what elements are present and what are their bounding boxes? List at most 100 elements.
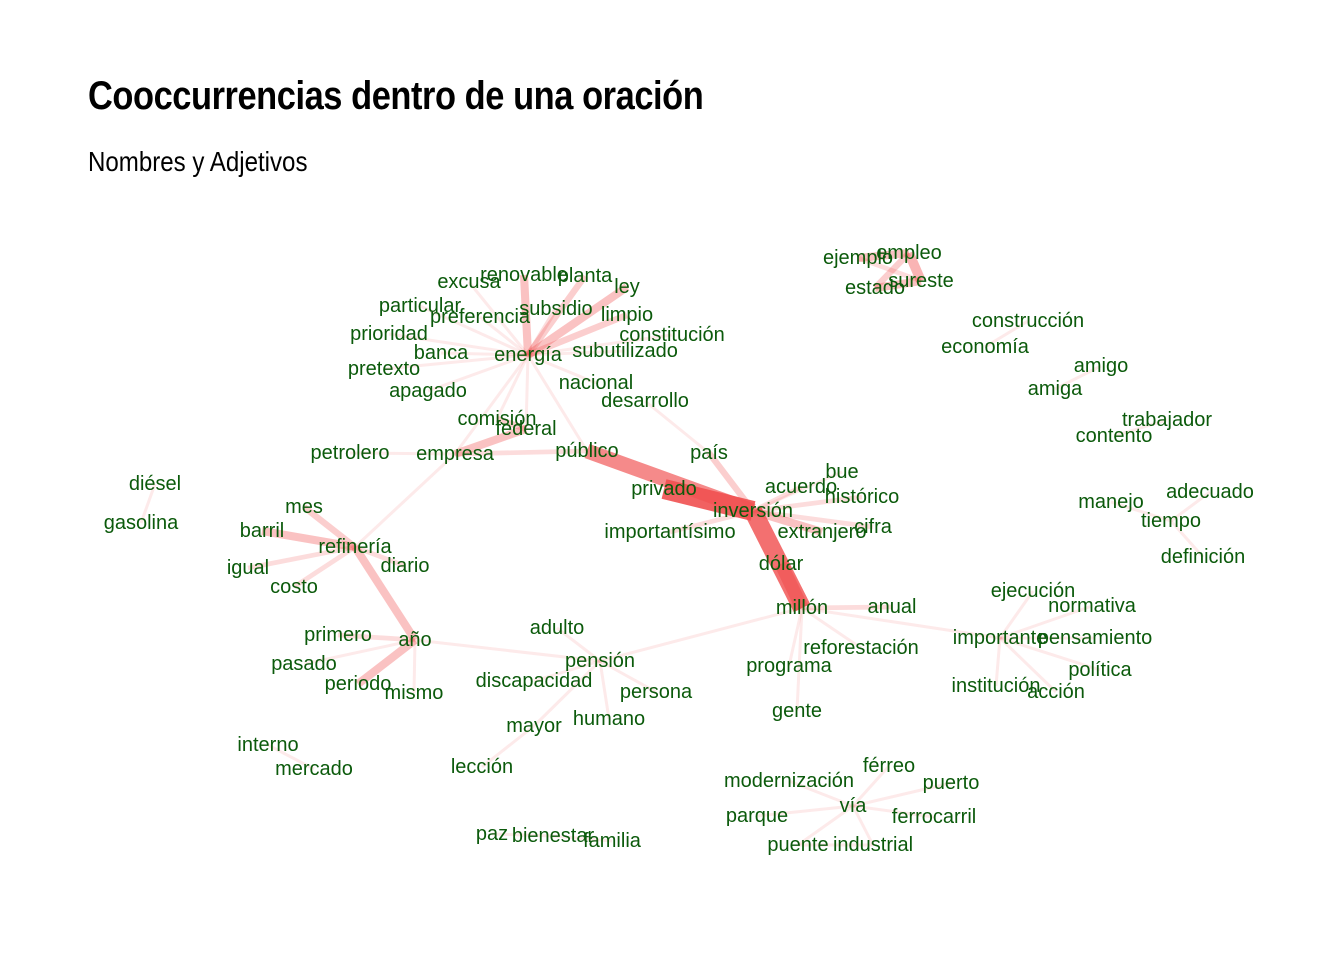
edge-pension-millon (599, 606, 803, 663)
node-label-ejemplo: ejemplo (823, 247, 893, 269)
node-label-publico: público (555, 440, 618, 462)
edge-energia-subutilizado (527, 349, 626, 357)
node-label-ferreo: férreo (863, 755, 915, 777)
edge-estado-sureste (874, 276, 922, 293)
edge-empresa-publico (454, 448, 588, 457)
edge-pension-persona (599, 659, 657, 694)
node-label-amigo: amigo (1074, 355, 1128, 377)
edge-inversion-bue (752, 470, 843, 513)
node-label-energia: energía (494, 344, 563, 366)
node-label-manejo: manejo (1078, 491, 1144, 513)
edge-pais-desarrollo (644, 399, 710, 455)
node-label-primero: primero (304, 624, 372, 646)
node-label-discapacidad: discapacidad (476, 670, 593, 692)
node-label-ano: año (398, 629, 431, 651)
node-label-institucion: institución (952, 675, 1041, 697)
edge-layer (139, 248, 1211, 847)
node-label-adulto: adulto (530, 617, 585, 639)
edge-via-ferrocarril (852, 804, 935, 819)
edge-bienestar-familia (552, 834, 613, 843)
edge-energia-particular (419, 304, 529, 357)
edge-inversion-cifra (752, 508, 874, 530)
edge-empleo-estado (872, 250, 912, 291)
node-label-sureste: sureste (888, 270, 954, 292)
node-label-humano: humano (573, 708, 645, 730)
node-label-via: vía (840, 795, 868, 817)
node-label-subsidio: subsidio (519, 298, 592, 320)
node-label-amiga: amiga (1028, 378, 1083, 400)
node-label-millon: millón (776, 597, 828, 619)
node-label-normativa: normativa (1048, 595, 1137, 617)
edge-energia-empresa (453, 354, 530, 455)
node-label-anual: anual (868, 596, 917, 618)
node-label-desarrollo: desarrollo (601, 390, 689, 412)
edge-via-parque (756, 804, 854, 818)
edge-pension-discapacidad (533, 659, 601, 683)
node-label-leccion: lección (451, 756, 513, 778)
node-label-interno: interno (237, 734, 298, 756)
node-label-barril: barril (240, 520, 284, 542)
edge-energia-ley (525, 283, 630, 359)
edge-tiempo-definicion (1169, 520, 1205, 558)
edge-energia-pretexto (383, 353, 529, 371)
node-label-ley: ley (614, 276, 640, 298)
edge-energia-constitucion (527, 333, 673, 357)
edge-millon-dolar (775, 561, 808, 611)
node-label-ferrocarril: ferrocarril (892, 806, 976, 828)
node-label-paz: paz (476, 823, 508, 845)
node-label-acuerdo: acuerdo (765, 476, 837, 498)
edge-ano-primero (337, 632, 416, 643)
edge-refineria-mes (302, 504, 357, 550)
edge-energia-federal (524, 354, 530, 430)
edge-empleo-ejemplo (857, 248, 910, 263)
edge-energia-prioridad (388, 332, 529, 357)
node-label-periodo: periodo (325, 673, 392, 695)
node-label-nacional: nacional (559, 372, 634, 394)
node-label-inversion: inversión (713, 500, 793, 522)
node-label-excusa: excusa (437, 271, 501, 293)
node-label-pension: pensión (565, 650, 635, 672)
edge-empleo-sureste (904, 251, 926, 283)
node-label-persona: persona (620, 681, 693, 703)
edge-ejemplo-sureste (857, 255, 922, 284)
edge-via-industrial (851, 805, 875, 846)
edge-importante-accion (998, 636, 1058, 694)
edge-ano-periodo (355, 636, 418, 688)
edge-empresa-petrolero (349, 451, 456, 456)
edge-importante-normativa (999, 604, 1093, 640)
edge-inversion-publico (584, 443, 756, 519)
node-label-extranjero: extranjero (778, 521, 867, 543)
node-label-definicion: definición (1161, 546, 1246, 568)
edge-empresa-refineria (353, 452, 457, 549)
edge-refineria-barril (261, 527, 356, 551)
edge-energia-preferencia (479, 315, 529, 357)
edge-ano-mismo (412, 639, 417, 694)
node-label-mes: mes (285, 496, 323, 518)
edge-millon-programa (787, 607, 804, 667)
node-label-diario: diario (381, 555, 430, 577)
node-label-prioridad: prioridad (350, 323, 428, 345)
node-label-pretexto: pretexto (348, 358, 420, 380)
node-label-limpio: limpio (601, 304, 653, 326)
edge-millon-reforestacion (801, 606, 862, 650)
node-label-dolar: dólar (759, 553, 804, 575)
node-label-pasado: pasado (271, 653, 337, 675)
edge-importante-ejecucion (998, 590, 1035, 639)
edge-inversion-historico (752, 494, 863, 514)
node-label-constitucion: constitución (619, 324, 725, 346)
edge-empresa-federal (453, 425, 528, 458)
node-label-subutilizado: subutilizado (572, 340, 678, 362)
node-label-gente: gente (772, 700, 822, 722)
node-label-puerto: puerto (923, 772, 980, 794)
edge-trabajador-contento (1113, 418, 1168, 438)
edge-pension-mayor (532, 659, 602, 728)
node-label-puente: puente (767, 834, 828, 856)
node-label-estado: estado (845, 277, 905, 299)
edge-energia-excusa (467, 281, 530, 356)
edge-refineria-igual (247, 544, 356, 571)
node-label-renovable: renovable (480, 264, 568, 286)
node-label-privado: privado (631, 478, 697, 500)
node-label-contento: contento (1076, 425, 1153, 447)
